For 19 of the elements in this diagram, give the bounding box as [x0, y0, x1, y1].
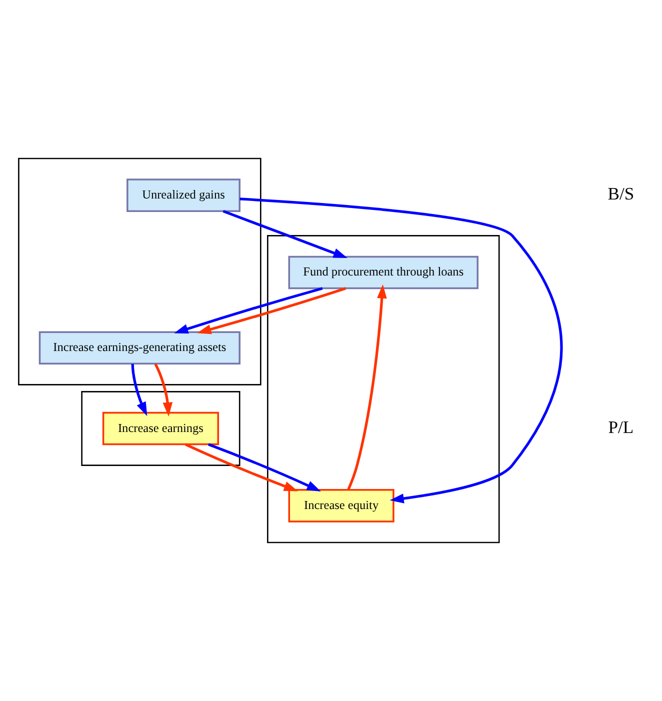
node-box: Unrealized gains — [126, 178, 240, 212]
label: B/S — [608, 184, 634, 204]
node-box: Increase earnings — [102, 412, 220, 446]
cluster — [81, 391, 240, 466]
label: P/L — [608, 416, 634, 437]
arrow — [208, 443, 321, 492]
cluster — [18, 158, 262, 386]
arrow — [184, 443, 298, 492]
arrow — [240, 198, 563, 504]
arrow — [197, 287, 346, 334]
arrow — [174, 287, 323, 334]
arrow — [347, 284, 387, 490]
cluster — [267, 235, 500, 544]
arrow — [131, 364, 148, 416]
arrow — [154, 363, 173, 416]
node-box: Increase equity — [288, 489, 394, 522]
node-box: Increase earnings-generating assets — [38, 331, 240, 365]
arrow — [222, 210, 348, 258]
node-box: Fund procurement through loans — [288, 256, 478, 290]
